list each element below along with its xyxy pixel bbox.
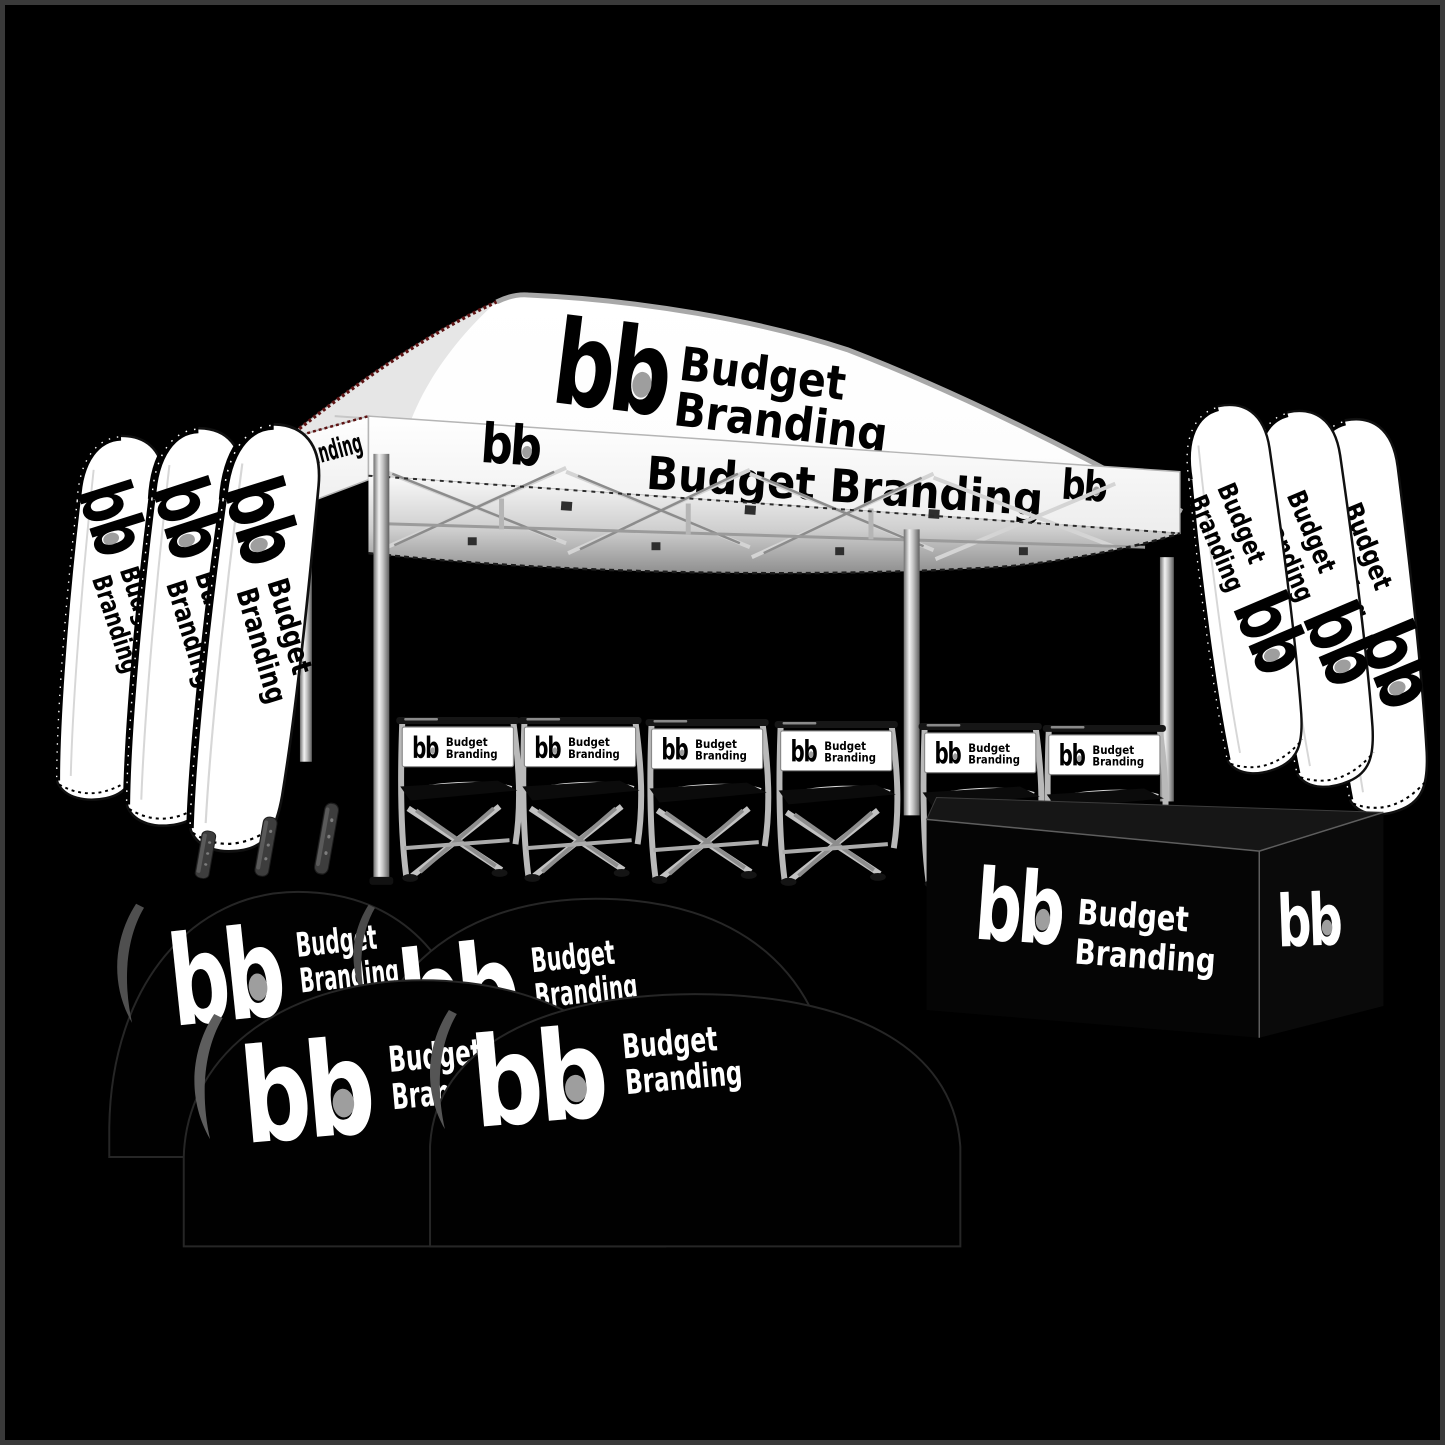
- table-front-bb-logo: [971, 846, 1068, 969]
- directors-chair-4: [775, 721, 898, 886]
- roof-bb-logo: [545, 294, 677, 445]
- dome-display-4: [429, 989, 962, 1248]
- scene: bb Budget Branding Budge: [5, 292, 1440, 1248]
- table-front-text-line1: Budget: [1076, 893, 1190, 941]
- pop-up-tent: Budget Branding Branding Budget Branding: [288, 292, 1184, 885]
- directors-chair-3: [646, 719, 769, 884]
- table-edge-highlights: [926, 811, 1384, 1038]
- tent-roof-edge-trim: [495, 292, 1184, 514]
- directors-chair-2: [518, 717, 641, 882]
- table-front-lockup: Budget Branding: [971, 846, 1217, 983]
- canopy-underside-face: [368, 475, 1180, 574]
- canopy-back-edge-stitching: [368, 532, 1181, 575]
- valance-bottom-stitching: [368, 474, 1180, 535]
- truss-connectors: [467, 501, 1028, 556]
- truss-posts: [499, 498, 874, 540]
- valance-left-bb: [478, 411, 543, 480]
- table-side-bb-logo: [1275, 879, 1343, 965]
- table-throw: Budget Branding: [925, 796, 1384, 1038]
- tent-leg-front-left: [373, 453, 390, 883]
- feather-flags-right: [1159, 397, 1440, 821]
- directors-chair-1: [396, 717, 519, 882]
- canopy-underside: [368, 465, 1181, 575]
- table-side-lockup: [1275, 879, 1343, 965]
- tent-leg-front-right: [903, 529, 920, 816]
- tent-roof-red-stitch-trim: [288, 300, 498, 438]
- tent-leg-foot: [369, 876, 394, 885]
- truss-frame-shadow: [391, 470, 925, 555]
- flag-ground-spike-3: [312, 801, 341, 876]
- dome-displays: [108, 888, 962, 1248]
- tent-roof-left-shading: [290, 301, 497, 436]
- valance-left-bb-logo: [478, 411, 543, 480]
- table-front-text-line2: Branding: [1073, 933, 1216, 983]
